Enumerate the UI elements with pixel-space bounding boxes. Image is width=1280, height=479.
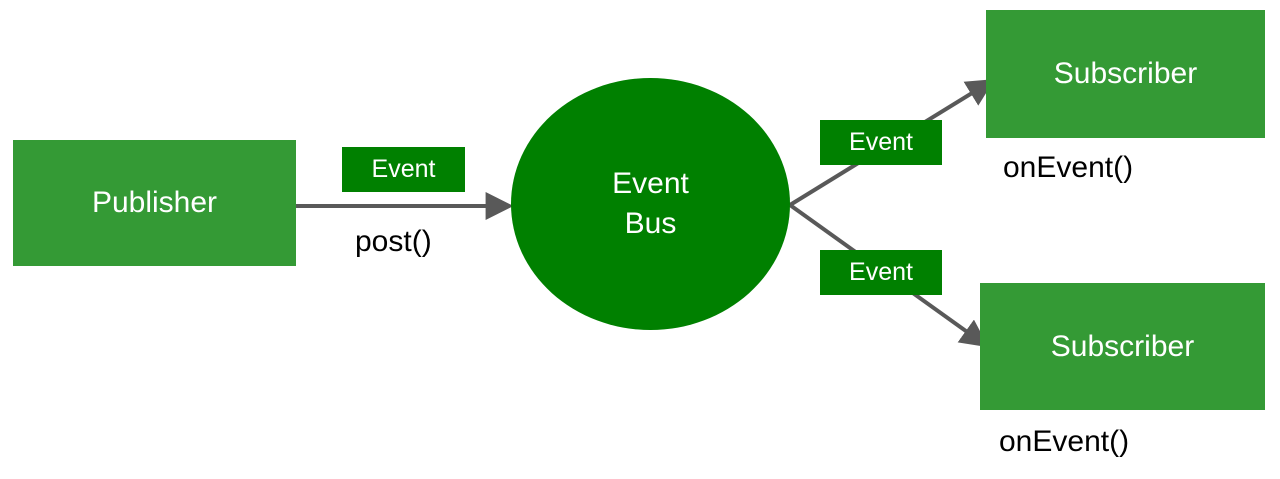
node-subscriber-top-label: Subscriber xyxy=(1053,57,1198,90)
edge-label-deliver-event-bottom-text: Event xyxy=(849,258,913,286)
edge-label-deliver-event-bottom[interactable]: Event xyxy=(820,250,942,295)
caption-on-event-top: onEvent() xyxy=(1003,151,1134,184)
node-publisher-label: Publisher xyxy=(91,186,218,219)
edge-label-deliver-event-top-text: Event xyxy=(849,128,913,156)
node-subscriber-bottom-label: Subscriber xyxy=(1050,329,1195,363)
edge-label-publish-event[interactable]: Event xyxy=(342,147,465,192)
node-event-bus-label-line2: Bus xyxy=(624,207,677,240)
edge-label-publish-event-text: Event xyxy=(371,155,436,183)
caption-post: post() xyxy=(355,225,432,258)
node-subscriber-bottom[interactable]: Subscriber xyxy=(980,283,1265,410)
node-event-bus-label-line1: Event xyxy=(612,166,689,200)
caption-on-event-bottom: onEvent() xyxy=(999,425,1130,458)
node-event-bus[interactable]: Event Bus xyxy=(511,78,790,330)
node-publisher[interactable]: Publisher xyxy=(13,140,296,266)
node-subscriber-top[interactable]: Subscriber xyxy=(986,10,1265,138)
edge-label-deliver-event-top[interactable]: Event xyxy=(820,120,942,165)
